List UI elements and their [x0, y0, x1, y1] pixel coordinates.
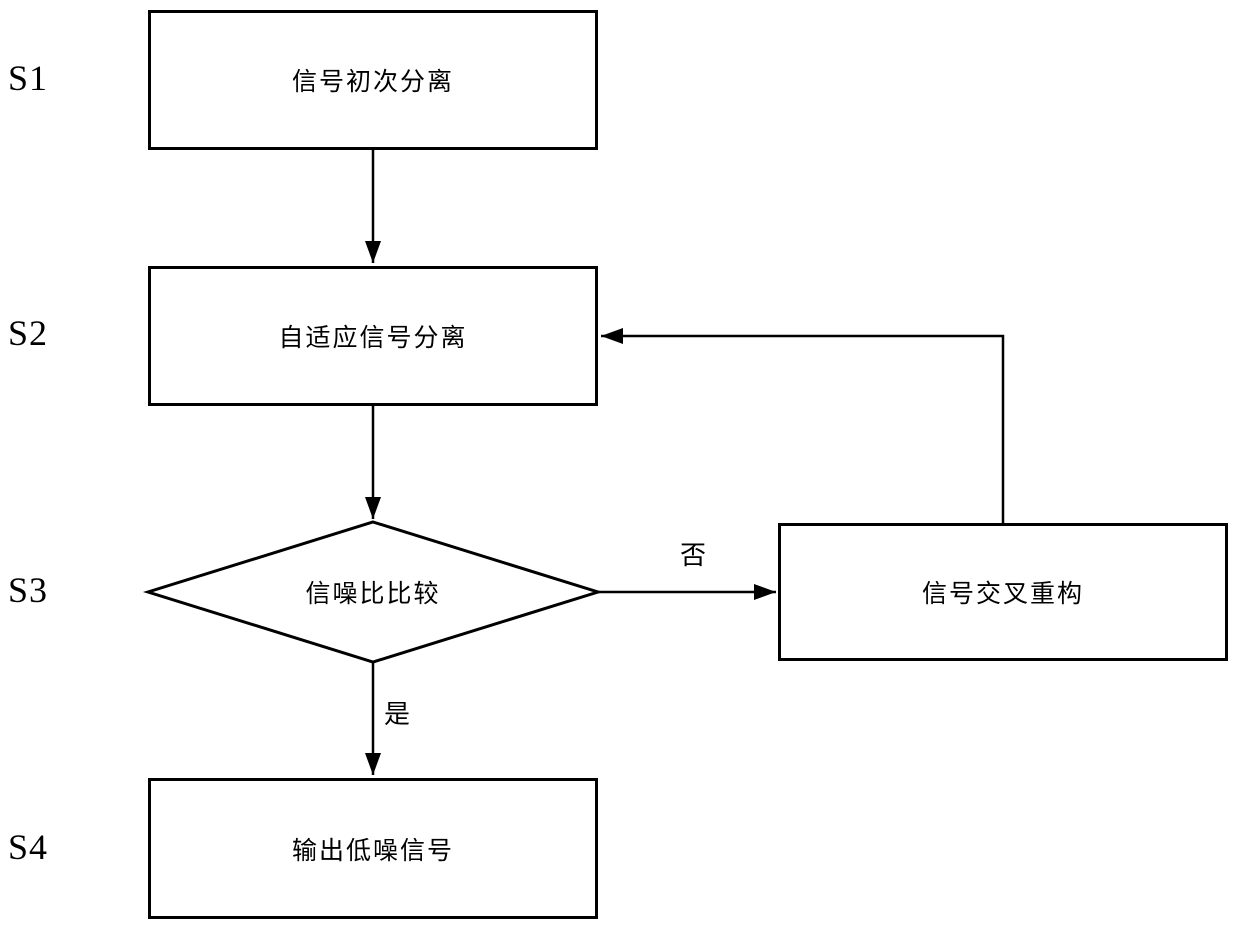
branch-label-no: 否	[680, 541, 707, 570]
process-box-s2: 自适应信号分离	[148, 266, 598, 406]
process-box-signal-cross-reconstruction: 信号交叉重构	[778, 523, 1228, 661]
step-label-s3: S3	[8, 570, 49, 610]
process-box-side-text: 信号交叉重构	[921, 581, 1084, 608]
step-label-s2: S2	[8, 313, 49, 353]
step-label-s1: S1	[8, 58, 49, 98]
process-box-s2-text: 自适应信号分离	[278, 325, 468, 352]
step-label-s4: S4	[8, 827, 49, 867]
branch-label-yes: 是	[384, 700, 411, 729]
process-box-s4-text: 输出低噪信号	[291, 837, 454, 865]
process-box-s1-text: 信号初次分离	[291, 69, 454, 96]
decision-diamond	[142, 520, 604, 664]
process-box-s1: 信号初次分离	[148, 10, 598, 150]
arrow-side-box-feedback-to-s2	[601, 328, 1005, 523]
process-box-s4: 输出低噪信号	[148, 778, 598, 919]
